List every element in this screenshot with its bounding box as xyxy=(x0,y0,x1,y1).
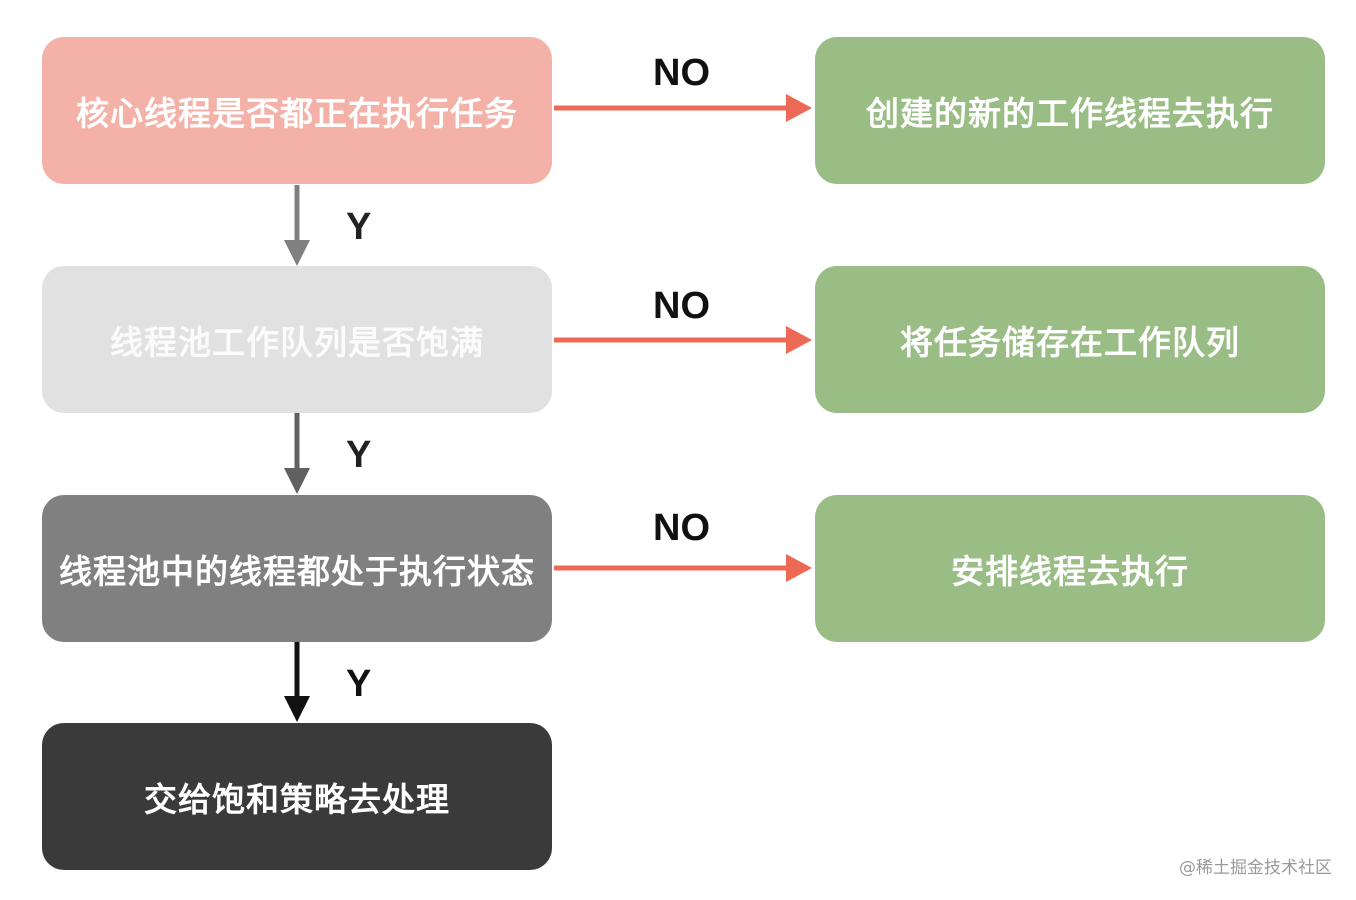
y-arrow-1 xyxy=(284,185,310,266)
y-arrow-2 xyxy=(284,413,310,494)
no-arrow-1 xyxy=(554,94,812,122)
node-saturation: 交给饱和策略去处理 xyxy=(42,723,552,870)
node-core-check-label: 核心线程是否都正在执行任务 xyxy=(76,93,518,133)
node-store-queue-label: 将任务储存在工作队列 xyxy=(900,322,1240,362)
no-arrow-3 xyxy=(554,554,812,582)
node-arrange-thread: 安排线程去执行 xyxy=(815,495,1325,642)
node-queue-check: 线程池工作队列是否饱满 xyxy=(42,266,552,413)
node-pool-check-label: 线程池中的线程都处于执行状态 xyxy=(59,551,535,591)
edge-label-y-1: Y xyxy=(346,206,372,248)
edge-label-no-2: NO xyxy=(653,285,710,327)
no-arrow-2 xyxy=(554,326,812,354)
node-arrange-thread-label: 安排线程去执行 xyxy=(951,551,1189,591)
y-arrow-3 xyxy=(284,642,310,722)
node-store-queue: 将任务储存在工作队列 xyxy=(815,266,1325,413)
source-credit: @稀土掘金技术社区 xyxy=(1179,858,1332,878)
edge-label-y-2: Y xyxy=(346,434,372,476)
node-create-thread: 创建的新的工作线程去执行 xyxy=(815,37,1325,184)
node-queue-check-label: 线程池工作队列是否饱满 xyxy=(110,322,484,362)
edge-label-no-1: NO xyxy=(653,52,710,94)
edge-label-no-3: NO xyxy=(653,507,710,549)
node-pool-check: 线程池中的线程都处于执行状态 xyxy=(42,495,552,642)
node-core-check: 核心线程是否都正在执行任务 xyxy=(42,37,552,184)
node-saturation-label: 交给饱和策略去处理 xyxy=(144,779,450,819)
node-create-thread-label: 创建的新的工作线程去执行 xyxy=(866,93,1274,133)
edge-label-y-3: Y xyxy=(346,663,372,705)
